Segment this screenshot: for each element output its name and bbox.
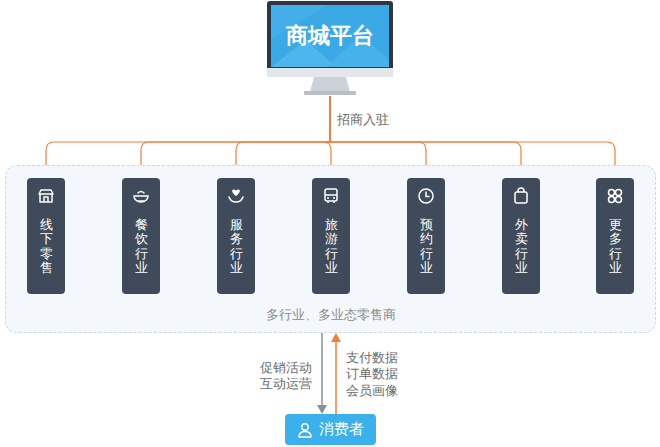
node-label: 外卖行业 [515,218,528,275]
industry-icon [417,187,435,205]
industry-box: 线下零售 [27,178,65,294]
edge-label: 支付数据 订单数据 会员画像 [346,350,402,399]
industry-box: 更多行业 [596,178,634,294]
user-icon [297,422,313,438]
industry-icon [606,187,624,205]
industry-box: 服务行业 [217,178,255,294]
connector [336,341,337,414]
screen-area: 商城平台 [271,5,389,67]
industry-icon [132,187,150,205]
industry-icon [322,187,340,205]
node-label: 消费者 [319,420,364,439]
industry-icon [227,187,245,205]
arrow-head [331,333,341,342]
connector [322,333,323,406]
monitor-node: 商城平台 [266,0,394,96]
consumer-button: 消费者 [285,414,376,445]
node-label: 更多行业 [609,218,622,275]
arrow-head [317,405,327,414]
industry-icon [37,187,55,205]
edge-label: 招商入驻 [337,112,389,128]
region-label: 多行业、多业态零售商 [6,306,655,324]
node-label: 商城平台 [286,21,374,51]
industry-box: 预约行业 [407,178,445,294]
retailer-region: 多行业、多业态零售商 线下零售 餐饮行业 服务行业 旅游行业 预约行业 外卖行业 更多行业 [5,165,656,333]
node-label: 服务行业 [230,218,243,275]
edge-label: 促销活动 互动运营 [256,360,312,393]
industry-box: 餐饮行业 [122,178,160,294]
node-label: 旅游行业 [325,218,338,275]
node-label: 餐饮行业 [135,218,148,275]
industry-box: 旅游行业 [312,178,350,294]
node-label: 预约行业 [420,218,433,275]
node-label: 线下零售 [40,218,53,275]
industry-icon [512,187,530,205]
industry-box: 外卖行业 [502,178,540,294]
